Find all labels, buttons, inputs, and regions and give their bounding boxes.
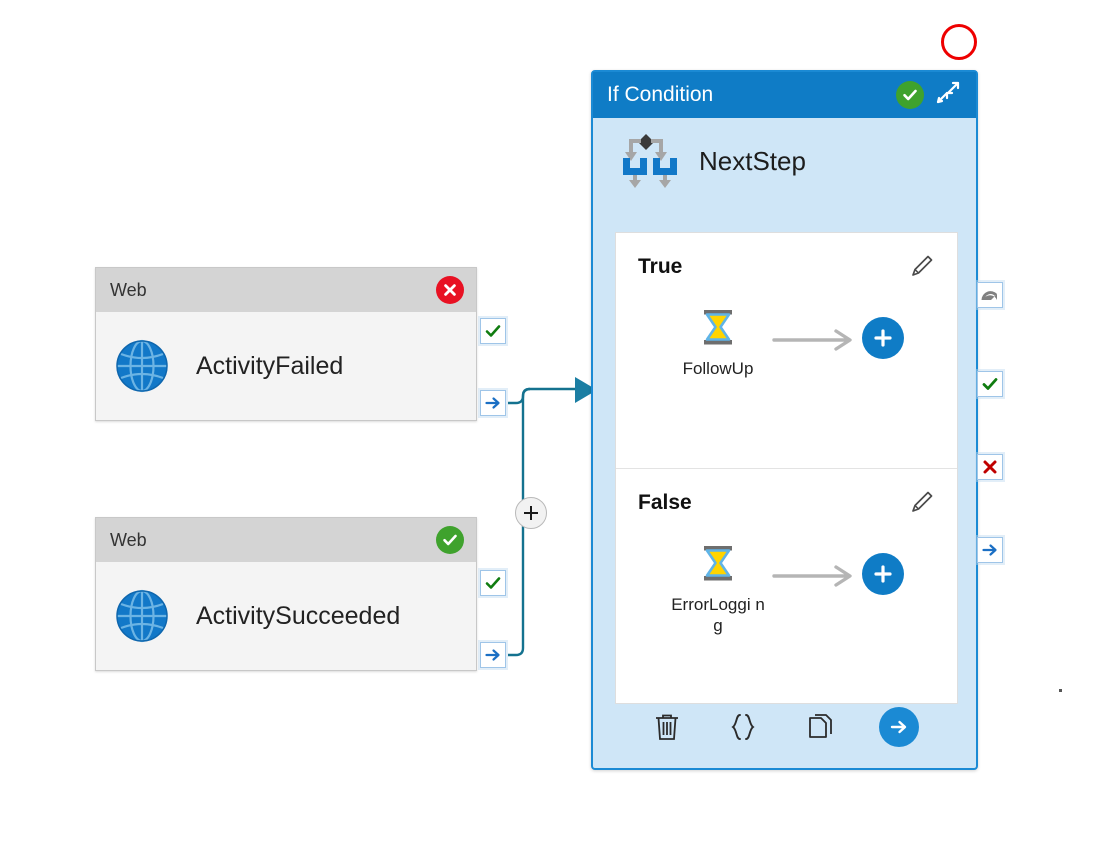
red-circle-marker <box>941 24 977 60</box>
go-button[interactable] <box>878 707 919 747</box>
check-circle-icon <box>436 526 464 554</box>
step-label: FollowUp <box>682 359 754 378</box>
globe-icon <box>114 588 170 644</box>
canvas-artifact-dot <box>1059 689 1062 692</box>
step-block[interactable]: ErrorLoggi ng <box>666 541 770 637</box>
branch-step-row: ErrorLoggi ng <box>638 541 935 637</box>
port-next-succeeded-card[interactable] <box>480 642 506 668</box>
step-name: NextStep <box>699 145 806 176</box>
check-circle-icon <box>896 81 924 109</box>
pencil-icon[interactable] <box>907 487 937 522</box>
delete-button[interactable] <box>650 710 684 744</box>
port-success-succeeded-card[interactable] <box>480 570 506 596</box>
branch-label: True <box>638 255 683 278</box>
activity-type-label: Web <box>110 279 147 300</box>
step-label: ErrorLoggi ng <box>671 595 765 636</box>
if-condition-step-row: NextStep <box>593 118 976 204</box>
plus-icon <box>874 329 892 347</box>
branch-step-row: FollowUp <box>638 305 935 379</box>
activity-card-header: Web <box>96 518 476 562</box>
arrow-right-icon <box>485 397 500 409</box>
add-step-button[interactable] <box>862 317 904 359</box>
globe-icon <box>114 338 170 394</box>
port-success-failed-card[interactable] <box>480 318 506 344</box>
arrow-right-icon <box>982 544 997 556</box>
copy-icon <box>808 714 832 738</box>
activity-card-succeeded[interactable]: Web <box>95 517 477 671</box>
step-block[interactable]: FollowUp <box>666 305 770 379</box>
activity-card-header: Web <box>96 268 476 312</box>
activity-name: ActivityFailed <box>196 351 344 380</box>
add-step-button[interactable] <box>862 553 904 595</box>
branch-container: True <box>615 232 958 704</box>
arrow-right-icon <box>770 305 862 353</box>
panel-toolbar <box>615 700 954 754</box>
activity-type-label: Web <box>110 529 147 550</box>
panel-title: If Condition <box>607 83 714 106</box>
check-icon <box>485 325 501 337</box>
port-retry[interactable] <box>977 282 1003 308</box>
hourglass-icon <box>696 305 740 354</box>
hourglass-icon <box>696 541 740 590</box>
wire-add-node[interactable] <box>515 497 547 529</box>
arrow-right-icon <box>485 649 500 661</box>
activity-name: ActivitySucceeded <box>196 601 401 630</box>
branch-decision-icon <box>615 128 677 195</box>
trash-icon <box>656 714 679 740</box>
duplicate-button[interactable] <box>803 710 837 744</box>
cross-icon <box>983 460 997 474</box>
collapse-diagonal-icon[interactable] <box>932 78 962 113</box>
check-icon <box>982 378 998 390</box>
plus-icon <box>524 506 538 520</box>
arrow-right-circle-icon <box>890 720 907 734</box>
if-condition-header: If Condition <box>593 72 976 118</box>
port-failure[interactable] <box>977 454 1003 480</box>
activity-card-body: ActivitySucceeded <box>96 562 476 670</box>
port-next[interactable] <box>977 537 1003 563</box>
arrow-right-icon <box>770 541 862 589</box>
check-icon <box>485 577 501 589</box>
retry-loop-icon <box>981 291 998 301</box>
error-x-icon <box>436 276 464 304</box>
branch-true[interactable]: True <box>616 233 957 468</box>
port-next-failed-card[interactable] <box>480 390 506 416</box>
plus-icon <box>874 565 892 583</box>
pencil-icon[interactable] <box>907 251 937 286</box>
activity-card-failed[interactable]: Web <box>95 267 477 421</box>
code-button[interactable] <box>726 710 760 744</box>
braces-icon <box>731 714 755 740</box>
if-condition-panel[interactable]: If Condition <box>591 70 978 770</box>
port-success[interactable] <box>977 371 1003 397</box>
activity-card-body: ActivityFailed <box>96 312 476 420</box>
branch-label: False <box>638 491 692 514</box>
branch-false[interactable]: False <box>616 468 957 703</box>
